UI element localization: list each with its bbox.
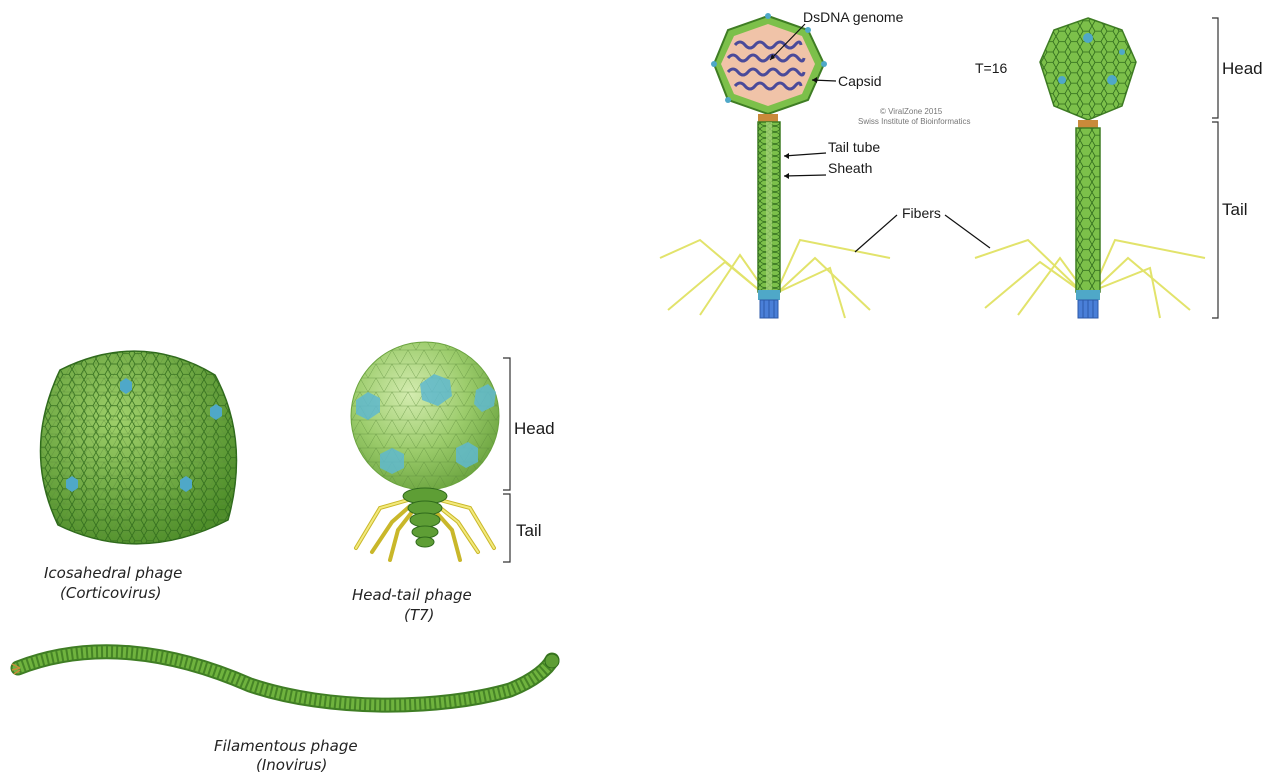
filamentous-phage <box>12 652 559 705</box>
annotated-phage: DsDNA genome Capsid Tail tube Sheath Fib… <box>660 9 990 318</box>
credit-line-1: © ViralZone 2015 <box>880 107 943 116</box>
tail-tube <box>766 122 772 292</box>
bracket-tail-right <box>1212 122 1218 318</box>
bracket-tail-left <box>503 494 510 562</box>
label-capsid: Capsid <box>838 73 882 89</box>
capsid-head <box>711 13 827 114</box>
label-head-left: Head <box>514 419 555 438</box>
label-tail-tube: Tail tube <box>828 139 880 155</box>
label-fibers: Fibers <box>902 205 941 221</box>
caption-icosahedral-genus: (Corticovirus) <box>60 584 162 602</box>
exterior-phage: T=16 <box>975 10 1205 318</box>
head-tail-phage <box>345 340 505 560</box>
caption-filamentous-genus: (Inovirus) <box>256 756 327 773</box>
baseplate <box>758 290 780 318</box>
label-dsdna-genome: DsDNA genome <box>803 9 904 25</box>
caption-head-tail-genus: (T7) <box>404 606 434 624</box>
neck-collar <box>758 114 778 122</box>
label-head-right: Head <box>1222 59 1263 78</box>
label-tail-left: Tail <box>516 521 542 540</box>
bracket-head-right <box>1212 18 1218 118</box>
tail-sheath <box>758 122 780 292</box>
caption-head-tail: Head-tail phage <box>352 586 472 604</box>
icosahedral-phage <box>20 330 260 570</box>
caption-icosahedral: Icosahedral phage <box>44 564 182 582</box>
bracket-head-left <box>503 358 510 490</box>
caption-filamentous: Filamentous phage <box>214 737 358 755</box>
credit-line-2: Swiss Institute of Bioinformatics <box>858 117 970 126</box>
label-triangulation: T=16 <box>975 60 1008 76</box>
label-sheath: Sheath <box>828 160 872 176</box>
label-tail-right: Tail <box>1222 200 1248 219</box>
